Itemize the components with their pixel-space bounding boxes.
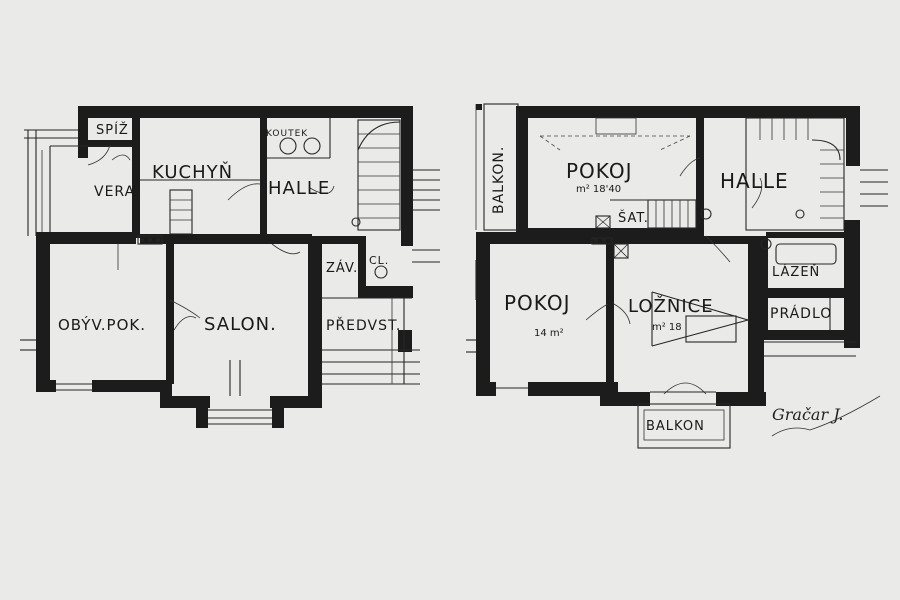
gf-wall-pantry-bot <box>88 140 132 147</box>
gf-label-zavetri: ZÁV. <box>326 260 358 276</box>
signature-flourish <box>771 395 881 437</box>
gf-label-koutek: KOUTEK <box>266 129 308 139</box>
gf-bay-post-r <box>272 404 284 428</box>
gf-wall-bot-left-a <box>36 380 56 392</box>
gf-label-halle: HALLE <box>268 178 330 199</box>
gf-label-closet: CL. <box>369 254 389 267</box>
upper-floor-plan: BALKON. POKOJ m² 18'40 HALLE ŠAT. POKOJ … <box>466 103 888 449</box>
uf-wall-pokoj-right <box>696 118 704 236</box>
gf-wall-right-upper <box>401 106 413 246</box>
gf-wall-kitchen-left <box>132 118 140 238</box>
uf-wall-bot-l-a <box>476 382 496 396</box>
gf-label-kuchyn: KUCHYŇ <box>152 161 233 183</box>
uf-wall-top <box>516 106 860 118</box>
uf-label-bottom-balcony: BALKON <box>646 419 705 434</box>
uf-wall-bath-left <box>760 236 768 336</box>
uf-wall-left-upper <box>516 106 528 236</box>
gf-wall-top-left <box>78 106 88 146</box>
uf-label-pokoj-left: POKOJ <box>504 291 570 315</box>
gf-wall-mid-left <box>36 232 136 244</box>
gf-wall-entry-post <box>398 330 412 352</box>
uf-label-pokoj-top: POKOJ <box>566 159 632 183</box>
gf-label-spiz: SPÍŽ <box>96 122 129 138</box>
uf-wall-pokoj-loznice <box>606 236 614 386</box>
uf-wall-bot-l-b <box>528 382 618 396</box>
gf-wall-top <box>78 106 412 118</box>
uf-wall-pokoj-bot <box>528 228 704 236</box>
gf-wall-salon-right <box>308 236 322 408</box>
uf-wall-hall-bot <box>766 232 860 238</box>
gf-wall-left <box>36 232 50 392</box>
uf-label-loznice: LOŽNICE <box>628 295 714 317</box>
gf-bay-post-l <box>196 404 208 428</box>
gf-wall-living-salon <box>166 244 174 384</box>
gf-label-veranda: VERA. <box>94 184 140 200</box>
uf-area-loznice: m² 18 <box>652 322 682 333</box>
uf-wall-left <box>476 232 490 396</box>
uf-area-pokoj-top: m² 18'40 <box>576 184 621 195</box>
uf-wall-right-lower <box>844 220 860 348</box>
gf-wall-bot-left-b <box>92 380 172 392</box>
uf-wall-bath-bot <box>760 288 856 298</box>
gf-wall-zav-top <box>322 236 362 244</box>
gf-wall-wc-left <box>358 236 366 296</box>
gf-wall-kitchen-bot <box>140 234 312 244</box>
uf-small-window-a <box>591 237 613 245</box>
uf-label-satna: ŠAT. <box>618 210 649 226</box>
gf-wall-wc-bot <box>358 286 413 298</box>
uf-side-balcony-outline <box>483 103 519 231</box>
ground-floor-plan: SPÍŽ KUCHYŇ KOUTEK HALLE VERA. OBÝV.POK.… <box>20 106 440 428</box>
architect-signature: Gračar J. <box>772 405 843 424</box>
gf-label-salon: SALON. <box>204 314 277 335</box>
uf-wall-laundry-bot <box>760 330 860 340</box>
uf-label-pradlo: PRÁDLO <box>770 305 832 322</box>
uf-bottom-balcony-outline <box>637 403 731 449</box>
uf-label-side-balcony: BALKON. <box>491 146 507 214</box>
uf-wall-loznice-top <box>614 236 764 244</box>
gf-label-predsin: PŘEDVST. <box>326 317 401 334</box>
uf-wall-right-upper <box>846 106 860 166</box>
gf-kitchen-window <box>137 235 163 245</box>
gf-wall-kitchen-right <box>260 118 267 236</box>
gf-label-obyvaci-pokoj: OBÝV.POK. <box>58 315 146 334</box>
uf-label-lazen: LÁZEŇ <box>772 264 820 280</box>
gf-wall-stub <box>78 146 88 158</box>
uf-area-pokoj-left: 14 m² <box>534 328 564 339</box>
uf-label-halle: HALLE <box>720 169 789 193</box>
uf-wall-bot-mid-a <box>600 392 650 406</box>
